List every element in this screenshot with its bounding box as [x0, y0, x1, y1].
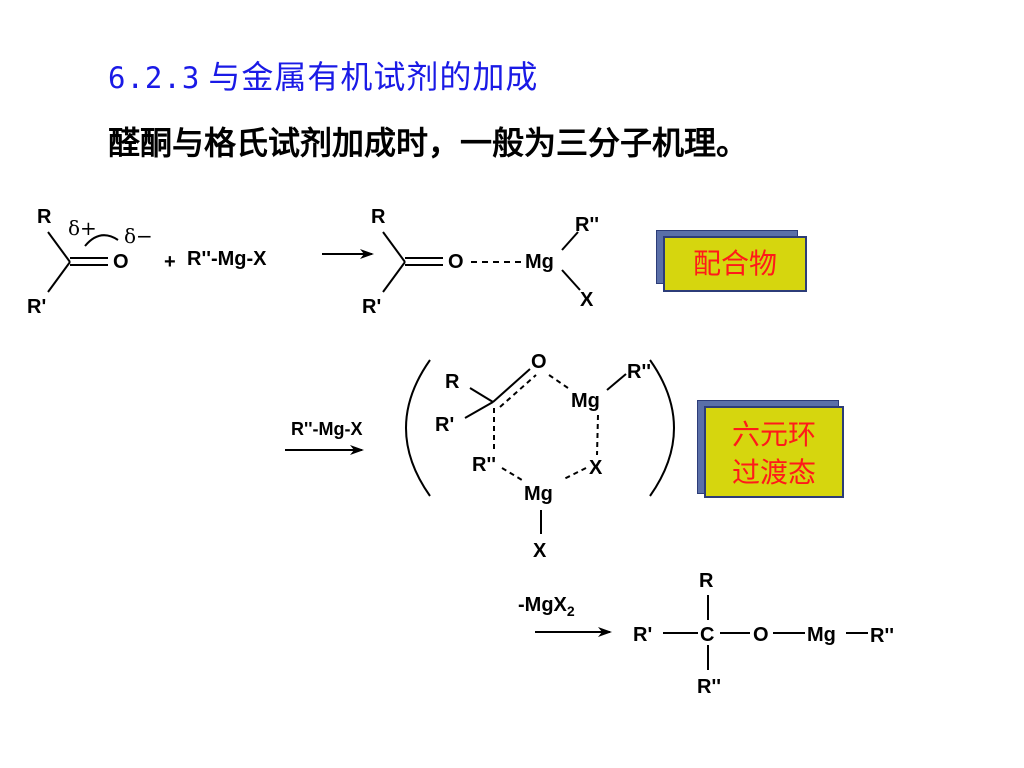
section-title-text: 与金属有机试剂的加成	[208, 58, 539, 96]
bond-ring-r2-mg	[501, 467, 523, 481]
section-number: 6.2.3	[108, 61, 201, 95]
complex-atom-mg: Mg	[525, 251, 554, 273]
product-atom-r: R	[699, 570, 714, 592]
ring-atom-oxygen: O	[531, 351, 547, 373]
product-atom-r-prime: R'	[633, 624, 653, 646]
atom-r: R	[37, 206, 52, 228]
byproduct-label: -MgX2	[518, 595, 575, 618]
ring-atom-r-prime: R'	[435, 414, 455, 436]
ring-atom-mg-bottom: Mg	[524, 483, 553, 505]
bond-ring-co	[492, 368, 531, 403]
byproduct-text: -MgX	[518, 594, 567, 616]
transition-state-badge-line2: 过渡态	[731, 456, 816, 489]
complex-atom-r2: R''	[575, 214, 599, 236]
product-atom-oxygen: O	[753, 624, 769, 646]
product-atom-mg: Mg	[807, 624, 836, 646]
complex-atom-r-prime: R'	[362, 296, 382, 318]
ring-atom-x-bottom: X	[533, 540, 547, 562]
bond-complex-mg-x	[561, 269, 581, 291]
complex-atom-x: X	[580, 289, 594, 311]
byproduct-subscript: 2	[566, 603, 575, 619]
ring-atom-r2-left: R''	[472, 454, 496, 476]
product-atom-r2-bottom: R''	[697, 676, 721, 698]
bond-ring-r-prime	[464, 401, 494, 419]
electron-shift-curve	[84, 234, 119, 247]
bond-r-carbon	[47, 231, 71, 263]
bond-complex-r	[382, 231, 406, 263]
transition-state-badge-label: 六元环 过渡态	[704, 406, 844, 498]
grignard-reagent: R''-Mg-X	[187, 248, 267, 270]
ring-atom-r2-top: R''	[627, 361, 651, 383]
bond-complex-mg-r2	[561, 231, 579, 251]
plus-sign: +	[164, 251, 176, 273]
complex-badge-label: 配合物	[663, 236, 807, 292]
product-atom-r2-right: R''	[870, 625, 894, 647]
bond-ring-mg-x	[596, 414, 599, 456]
ring-atom-x: X	[589, 457, 603, 479]
bond-r-prime-carbon	[47, 261, 71, 293]
bond-ring-x-mg	[561, 467, 587, 481]
atom-oxygen: O	[113, 251, 129, 273]
second-grignard-reagent: R''-Mg-X	[291, 419, 363, 439]
bond-ring-o-mg	[548, 374, 569, 389]
partial-negative-charge: δ−	[124, 224, 153, 248]
atom-r-prime: R'	[27, 296, 47, 318]
bond-ring-mg-r2	[606, 373, 627, 391]
partial-positive-charge: δ+	[68, 216, 97, 240]
statement-text: 醛酮与格氏试剂加成时，一般为三分子机理。	[108, 124, 749, 162]
bracket-left	[405, 359, 431, 497]
bond-ring-r	[469, 387, 494, 403]
bond-complex-r-prime	[382, 261, 406, 293]
transition-state-badge-line1: 六元环	[731, 418, 816, 451]
ring-atom-mg-top: Mg	[571, 390, 600, 412]
bracket-right	[649, 359, 675, 497]
product-atom-carbon: C	[700, 624, 715, 646]
complex-atom-r: R	[371, 206, 386, 228]
bond-ring-co-partial	[499, 374, 537, 408]
ring-atom-r: R	[445, 371, 460, 393]
complex-atom-oxygen: O	[448, 251, 464, 273]
